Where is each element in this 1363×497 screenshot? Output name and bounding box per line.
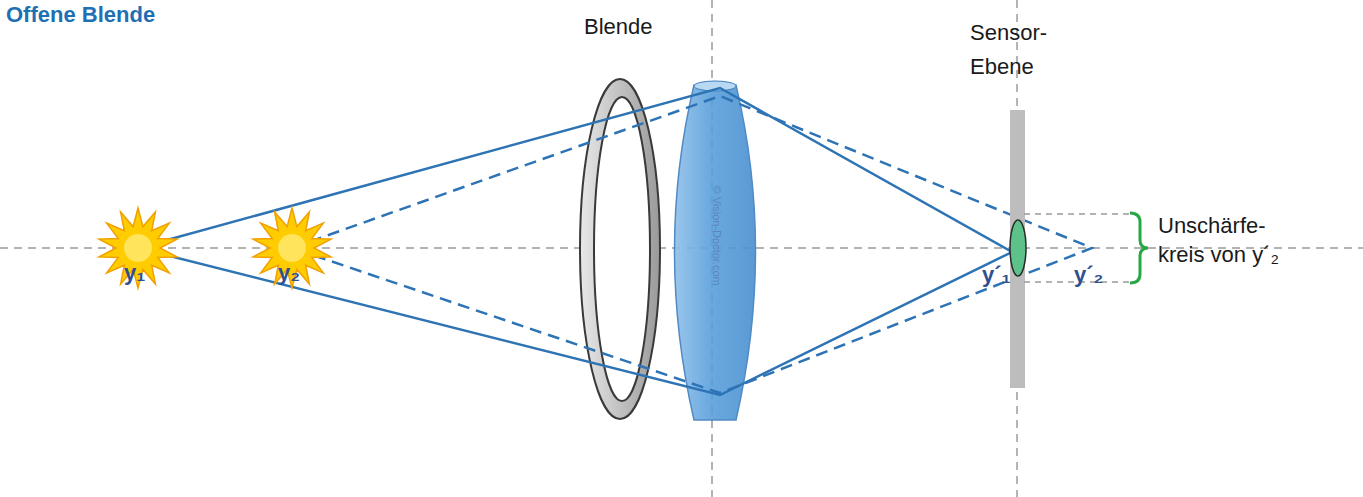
ray-y2: [292, 96, 1092, 393]
blur-circle: [1010, 220, 1026, 276]
image-point-label: y´₁: [982, 262, 1011, 288]
watermark: © Vision-Doctor.com: [710, 185, 723, 285]
sensor-plane: [1010, 110, 1025, 388]
blur-circle-label: Unschärfe- kreis von y´₂: [1158, 212, 1308, 269]
light-core: [278, 234, 306, 262]
aperture-opening: [594, 97, 650, 401]
light-core: [124, 234, 152, 262]
light-source: [99, 208, 177, 288]
sensor-label: Sensor- Ebene: [970, 16, 1047, 84]
light-source: [253, 208, 331, 288]
lens: [675, 85, 756, 420]
point-label: y₁: [124, 260, 145, 286]
guide-line: [1024, 213, 1135, 215]
ray-y1: [138, 88, 1012, 395]
brace: [1130, 213, 1148, 283]
point-label: y₂: [278, 260, 300, 286]
diagram-title: Offene Blende: [6, 2, 155, 28]
image-point-label: y´₂: [1074, 262, 1103, 288]
aperture-label: Blende: [584, 14, 653, 40]
